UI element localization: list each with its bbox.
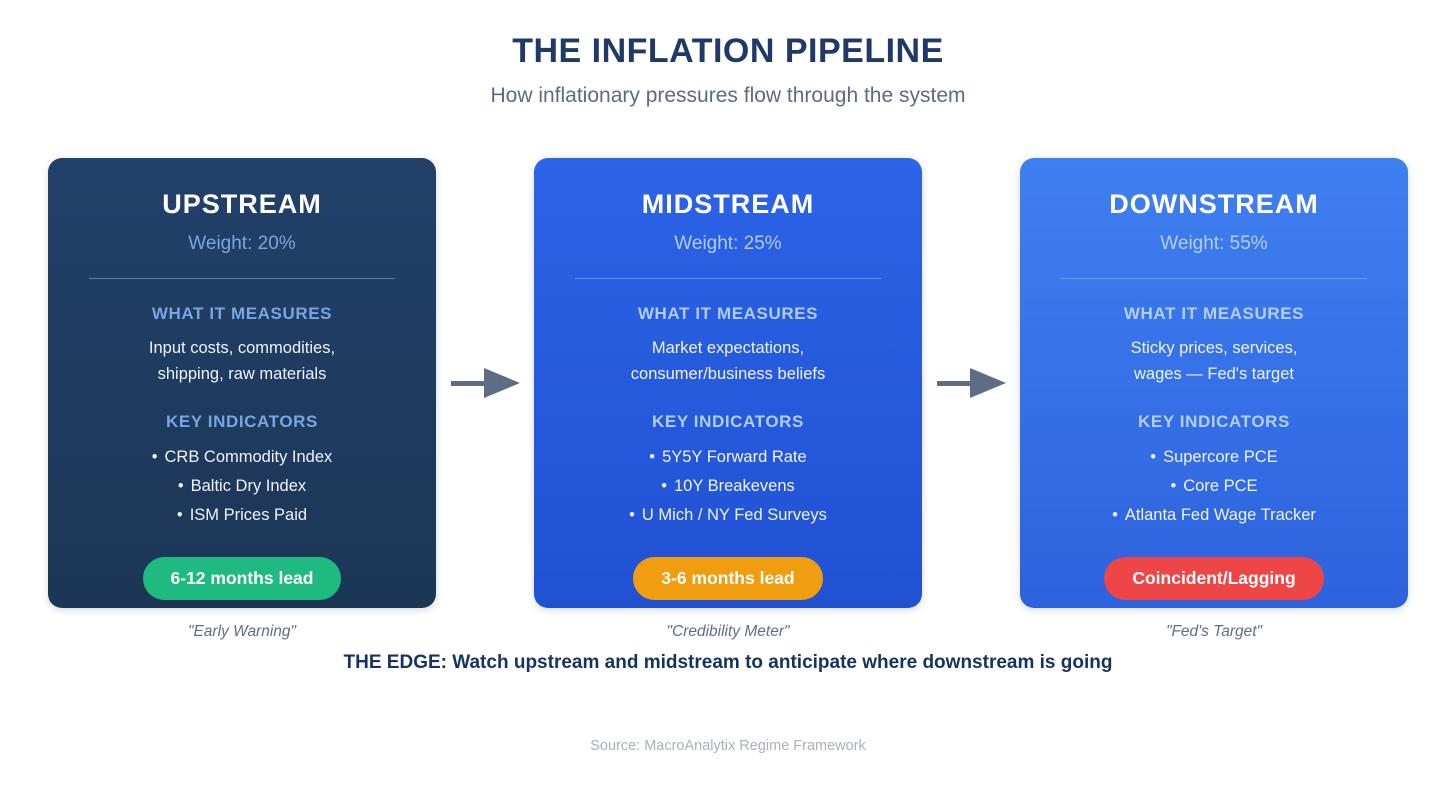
- measures-text: Input costs, commodities, shipping, raw …: [149, 335, 335, 387]
- measures-line: Sticky prices, services,: [1130, 339, 1298, 357]
- pipeline: UPSTREAM Weight: 20% WHAT IT MEASURES In…: [0, 158, 1456, 641]
- page-title: THE INFLATION PIPELINE: [512, 32, 944, 70]
- indicator-label: 10Y Breakevens: [673, 477, 795, 495]
- card-title: UPSTREAM: [162, 189, 322, 219]
- divider: [1060, 278, 1368, 279]
- measures-line: wages — Fed's target: [1134, 365, 1294, 383]
- measures-line: Input costs, commodities,: [148, 339, 336, 357]
- arrow-shape: [936, 368, 1006, 398]
- indicator-label: Supercore PCE: [1163, 448, 1278, 466]
- weight-label: Weight: 25%: [674, 233, 782, 254]
- indicator-list: • 5Y5Y Forward Rate • 10Y Breakevens • U…: [629, 443, 827, 530]
- measures-line: consumer/business beliefs: [630, 365, 826, 383]
- bullet-icon: •: [661, 477, 667, 495]
- bullet-icon: •: [1170, 477, 1177, 495]
- weight-label: Weight: 55%: [1160, 233, 1268, 254]
- source-caption: Source: MacroAnalytix Regime Framework: [590, 738, 866, 754]
- card-title: MIDSTREAM: [641, 189, 815, 219]
- measures-text: Market expectations, consumer/business b…: [631, 335, 825, 387]
- bullet-icon: •: [1150, 448, 1157, 466]
- indicators-heading: KEY INDICATORS: [166, 412, 318, 431]
- card-downstream: DOWNSTREAM Weight: 55% WHAT IT MEASURES …: [1020, 158, 1408, 608]
- header: THE INFLATION PIPELINE How inflationary …: [0, 0, 1456, 108]
- indicator-label: CRB Commodity Index: [164, 448, 333, 466]
- measures-line: shipping, raw materials: [157, 365, 327, 383]
- divider: [574, 278, 882, 279]
- indicator-item: • ISM Prices Paid: [152, 501, 333, 530]
- indicator-item: • Baltic Dry Index: [152, 472, 333, 501]
- card-caption: "Early Warning": [187, 623, 297, 640]
- indicator-list: • Supercore PCE • Core PCE • Atlanta Fed…: [1112, 443, 1316, 530]
- page-subtitle: How inflationary pressures flow through …: [490, 84, 966, 107]
- bullet-icon: •: [629, 506, 635, 524]
- edge-summary: THE EDGE: Watch upstream and midstream t…: [343, 652, 1113, 673]
- bullet-icon: •: [177, 477, 184, 495]
- indicator-label: Atlanta Fed Wage Tracker: [1124, 506, 1316, 524]
- bullet-icon: •: [1112, 506, 1118, 524]
- indicator-label: Baltic Dry Index: [190, 477, 307, 495]
- divider: [88, 278, 396, 279]
- indicators-heading: KEY INDICATORS: [652, 412, 804, 431]
- arrow-shape: [450, 368, 520, 398]
- bullet-icon: •: [151, 448, 158, 466]
- indicator-item: • Core PCE: [1112, 472, 1316, 501]
- indicator-item: • Atlanta Fed Wage Tracker: [1112, 501, 1316, 530]
- measures-heading: WHAT IT MEASURES: [151, 304, 333, 323]
- card-midstream: MIDSTREAM Weight: 25% WHAT IT MEASURES M…: [534, 158, 922, 608]
- indicator-label: U Mich / NY Fed Surveys: [641, 506, 827, 524]
- card-upstream: UPSTREAM Weight: 20% WHAT IT MEASURES In…: [48, 158, 436, 608]
- bullet-icon: •: [176, 506, 183, 524]
- lead-time-badge: 3-6 months lead: [633, 557, 823, 600]
- indicator-label: Core PCE: [1183, 477, 1258, 495]
- indicator-item: • Supercore PCE: [1112, 443, 1316, 472]
- indicator-item: • CRB Commodity Index: [152, 443, 333, 472]
- column-downstream: DOWNSTREAM Weight: 55% WHAT IT MEASURES …: [1020, 158, 1408, 641]
- column-upstream: UPSTREAM Weight: 20% WHAT IT MEASURES In…: [48, 158, 436, 641]
- measures-heading: WHAT IT MEASURES: [637, 304, 819, 323]
- bullet-icon: •: [649, 448, 656, 466]
- card-caption: "Fed's Target": [1165, 623, 1263, 640]
- measures-line: Market expectations,: [651, 339, 805, 357]
- indicator-item: • 10Y Breakevens: [629, 472, 827, 501]
- measures-text: Sticky prices, services, wages — Fed's t…: [1131, 335, 1298, 387]
- indicator-list: • CRB Commodity Index • Baltic Dry Index…: [152, 443, 333, 530]
- arrow-head: [483, 368, 520, 398]
- weight-label: Weight: 20%: [188, 233, 296, 254]
- lead-time-badge: 6-12 months lead: [142, 557, 342, 600]
- arrow-head: [969, 368, 1006, 398]
- indicator-item: • 5Y5Y Forward Rate: [629, 443, 827, 472]
- arrow-right-icon: [436, 158, 534, 608]
- arrow-right-icon: [922, 158, 1020, 608]
- card-caption: "Credibility Meter": [666, 623, 790, 640]
- indicators-heading: KEY INDICATORS: [1138, 412, 1290, 431]
- arrow-tail: [450, 380, 484, 386]
- indicator-label: 5Y5Y Forward Rate: [662, 448, 807, 466]
- indicator-label: ISM Prices Paid: [189, 506, 308, 524]
- card-title: DOWNSTREAM: [1109, 189, 1319, 219]
- indicator-item: • U Mich / NY Fed Surveys: [629, 501, 827, 530]
- lead-time-badge: Coincident/Lagging: [1104, 557, 1324, 600]
- arrow-tail: [936, 380, 970, 386]
- column-midstream: MIDSTREAM Weight: 25% WHAT IT MEASURES M…: [534, 158, 922, 641]
- measures-heading: WHAT IT MEASURES: [1123, 304, 1305, 323]
